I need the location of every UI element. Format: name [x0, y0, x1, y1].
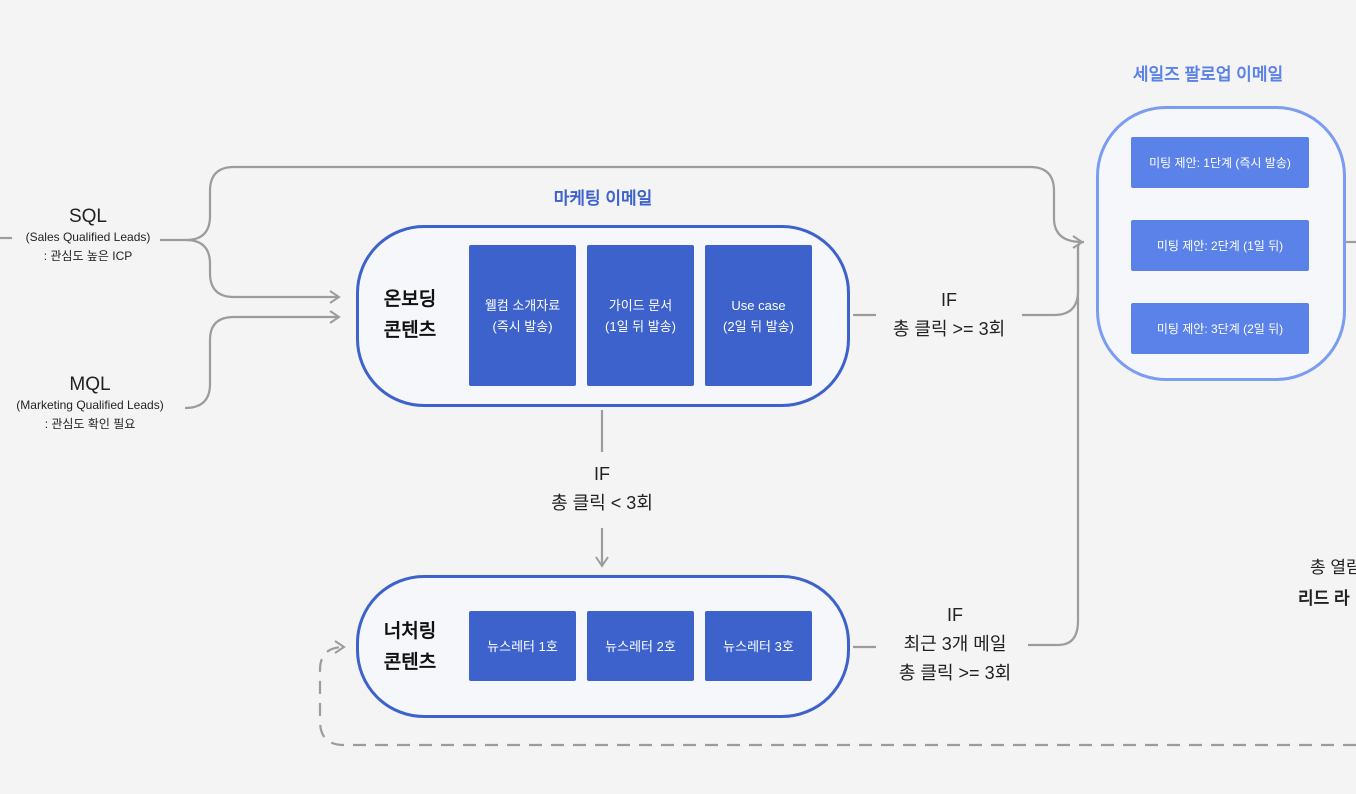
- sql-to-onboarding-connector: [185, 238, 341, 304]
- card-timing: (1일 뒤 발송): [605, 318, 676, 334]
- mql-lead-note: : 관심도 확인 필요: [44, 417, 136, 431]
- card-title: Use case: [731, 297, 786, 313]
- onboard-to-sales-connector-b: [1022, 240, 1085, 317]
- condition-nurture-to-sales: IF 최근 3개 메일 총 클릭 >= 3회: [880, 601, 1030, 688]
- nurturing-label-line1: 너처링: [383, 621, 437, 642]
- card-title: 가이드 문서: [608, 297, 673, 313]
- mql-to-onboarding-connector: [184, 310, 341, 410]
- condition-onboard-to-sales: IF 총 클릭 >= 3회: [876, 286, 1022, 344]
- nurturing-label-line2: 콘텐츠: [383, 652, 437, 673]
- condition-if: IF: [594, 464, 610, 484]
- cutoff-text-line2: 리드 라: [1298, 589, 1350, 608]
- mql-lead-full: (Marketing Qualified Leads): [16, 398, 164, 412]
- onboarding-label-line2: 콘텐츠: [383, 320, 437, 341]
- condition-if: IF: [947, 605, 963, 625]
- marketing-email-title: 마케팅 이메일: [553, 189, 653, 208]
- condition-onboard-to-nurture: IF 총 클릭 < 3회: [520, 460, 684, 518]
- onboarding-card-usecase[interactable]: Use case (2일 뒤 발송): [705, 245, 812, 386]
- sql-lead-block: SQL (Sales Qualified Leads) : 관심도 높은 ICP: [8, 206, 168, 266]
- newsletter-card-1[interactable]: 뉴스레터 1호: [469, 611, 576, 681]
- condition-rule: 총 클릭 < 3회: [551, 493, 653, 513]
- condition-if: IF: [941, 290, 957, 310]
- cutoff-text-line1: 총 열람: [1310, 558, 1356, 577]
- nurture-loop-dashed: [318, 640, 1356, 747]
- onboarding-card-welcome[interactable]: 웰컴 소개자료 (즉시 발송): [469, 245, 576, 386]
- sales-card-step1[interactable]: 미팅 제안: 1단계 (즉시 발송): [1131, 137, 1309, 188]
- sales-followup-title: 세일즈 팔로업 이메일: [1132, 65, 1284, 84]
- nurturing-label: 너처링 콘텐츠: [372, 616, 448, 678]
- onboarding-label-line1: 온보딩: [383, 289, 437, 310]
- condition-rule: 총 클릭 >= 3회: [898, 663, 1012, 683]
- card-timing: (2일 뒤 발송): [723, 318, 794, 334]
- mql-lead-block: MQL (Marketing Qualified Leads) : 관심도 확인…: [0, 374, 180, 434]
- mql-lead-name: MQL: [69, 374, 111, 395]
- onboarding-label: 온보딩 콘텐츠: [372, 284, 448, 346]
- condition-rule: 총 클릭 >= 3회: [892, 319, 1006, 339]
- sql-lead-name: SQL: [68, 206, 108, 227]
- onboarding-card-guide[interactable]: 가이드 문서 (1일 뒤 발송): [587, 245, 694, 386]
- sales-card-step3[interactable]: 미팅 제안: 3단계 (2일 뒤): [1131, 303, 1309, 354]
- newsletter-card-2[interactable]: 뉴스레터 2호: [587, 611, 694, 681]
- sales-card-step2[interactable]: 미팅 제안: 2단계 (1일 뒤): [1131, 220, 1309, 271]
- nurture-to-sales-connector-b: [1028, 248, 1080, 647]
- sql-to-sales-connector: [160, 165, 1084, 249]
- card-timing: (즉시 발송): [492, 318, 553, 334]
- card-title: 웰컴 소개자료: [484, 297, 561, 313]
- sql-lead-full: (Sales Qualified Leads): [25, 230, 151, 244]
- sql-lead-note: : 관심도 높은 ICP: [43, 249, 133, 263]
- newsletter-card-3[interactable]: 뉴스레터 3호: [705, 611, 812, 681]
- condition-scope: 최근 3개 메일: [903, 634, 1007, 654]
